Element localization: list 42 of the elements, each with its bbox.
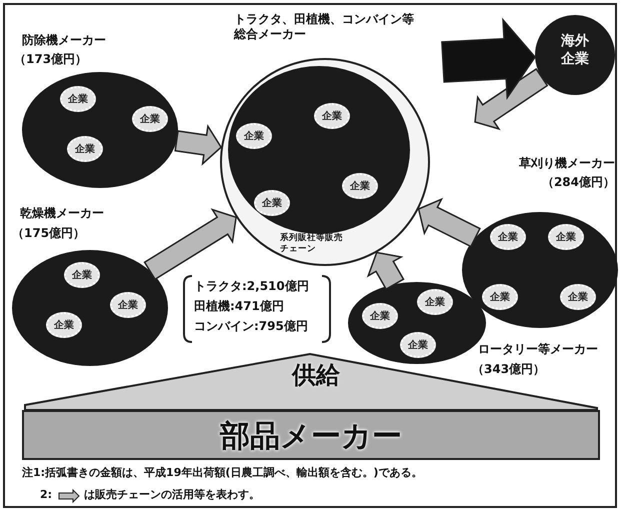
parts-maker-label: 部品メーカー [218,418,403,454]
amount-text: （343億円） [472,362,546,378]
amount-text: （175億円） [12,226,86,242]
block-arrow [474,68,548,130]
company-circle: 企業 [490,224,526,250]
company-circle: 企業 [67,136,103,162]
overseas-label: 海外企業 [560,33,590,68]
company-circle: 企業 [482,284,518,310]
shipment-value-text: 田植機:471億円 [194,299,284,314]
supply-label: 供給 [290,360,341,391]
group-heading: 防除機メーカー [22,33,107,49]
company-circle: 企業 [236,123,272,149]
shipment-value-text: コンバイン:795億円 [194,319,308,334]
company-circle: 企業 [342,173,378,199]
group-heading: トラクタ、田植機、コンバイン等総合メーカー [234,12,415,43]
company-circle: 企業 [254,190,290,216]
company-circle: 企業 [560,284,596,310]
note-number: 2: [40,488,52,502]
block-arrow [144,208,237,280]
amount-text: （284億円） [540,175,615,191]
company-circle: 企業 [132,106,168,132]
company-circle: 企業 [362,303,398,329]
block-arrow [174,124,222,166]
company-circle: 企業 [46,312,82,338]
group-heading: 草刈り機メーカー [518,156,615,172]
company-circle: 企業 [548,224,584,250]
block-arrow [441,18,536,100]
note-text: 注1:括弧書きの金額は、平成19年出荷額(日農工調べ、輸出額を含む。)である。 [22,466,422,480]
company-circle: 企業 [400,332,436,358]
block-arrow [366,252,405,290]
company-circle: 企業 [64,262,100,288]
company-circle: 企業 [60,86,96,112]
company-circle: 企業 [314,103,350,129]
shipment-value-text: トラクタ:2,510億円 [194,279,309,294]
block-arrow [418,198,481,248]
amount-text: （173億円） [14,52,88,68]
group-heading: ロータリー等メーカー [478,342,599,358]
legend-text: は販売チェーンの活用等を表わす。 [84,488,260,502]
group-heading: 乾燥機メーカー [20,206,105,222]
chain-label: 系列販社等販売チェーン [280,233,344,256]
company-circle: 企業 [110,292,146,318]
company-circle: 企業 [417,289,453,315]
